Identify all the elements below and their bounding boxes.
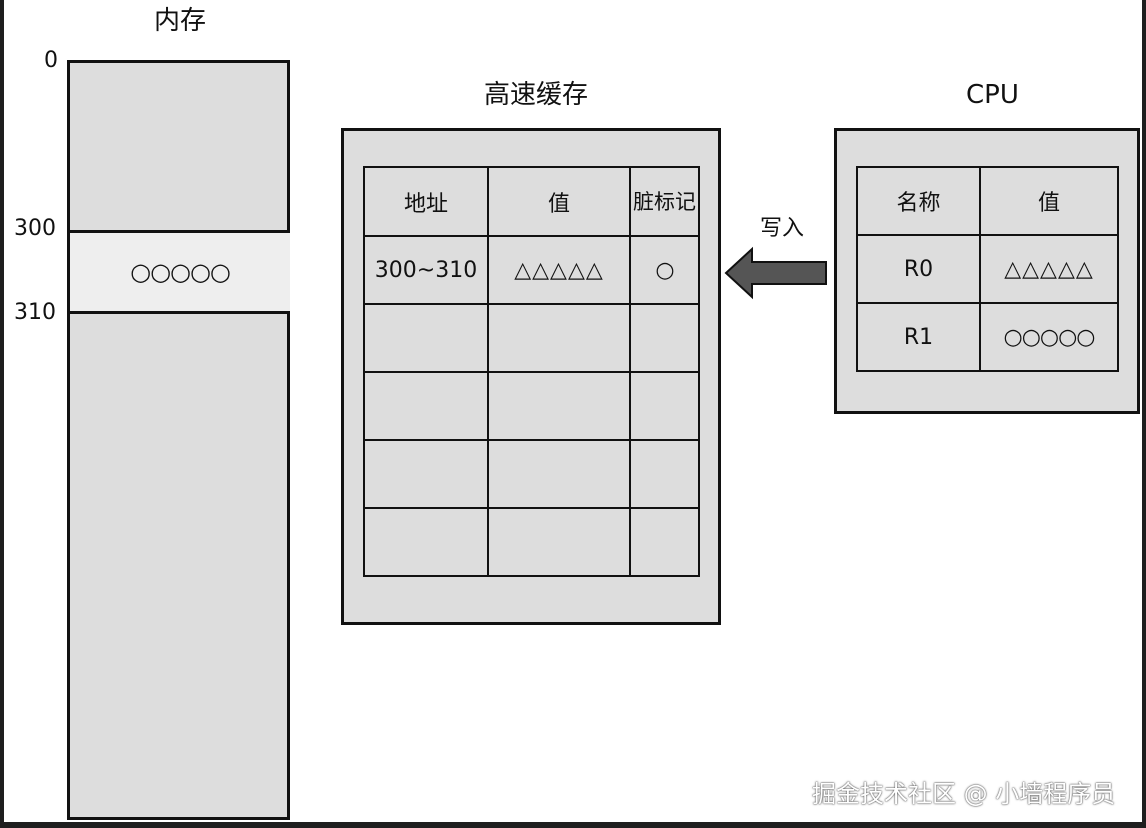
diagram-canvas: 内存 0 300 310 ○○○○○ 高速缓存 地址 值 脏标记 300~310… bbox=[4, 0, 1142, 822]
cpu-header-value: 值 bbox=[979, 166, 1119, 236]
watermark: 掘金技术社区 @ 小墙程序员 bbox=[812, 780, 1116, 808]
cpu-cell-register-name: R1 bbox=[856, 302, 981, 372]
cache-cell-dirty bbox=[629, 439, 700, 509]
cache-header-address: 地址 bbox=[363, 166, 489, 237]
table-row: R0 △△△△△ bbox=[856, 234, 1119, 304]
cache-cell-value: △△△△△ bbox=[487, 235, 631, 305]
cache-cell-dirty bbox=[629, 371, 700, 441]
memory-address-0: 0 bbox=[44, 48, 58, 73]
table-row bbox=[363, 439, 700, 509]
memory-title: 内存 bbox=[154, 6, 207, 36]
cache-table: 地址 值 脏标记 300~310 △△△△△ ○ bbox=[363, 166, 700, 577]
cpu-register-table: 名称 值 R0 △△△△△ R1 ○○○○○ bbox=[856, 166, 1119, 372]
memory-band-value: ○○○○○ bbox=[130, 258, 231, 286]
cache-cell-dirty bbox=[629, 507, 700, 577]
cache-cell-value bbox=[487, 371, 631, 441]
cache-cell-address bbox=[363, 303, 489, 373]
table-row bbox=[363, 303, 700, 373]
cache-cell-address bbox=[363, 507, 489, 577]
cache-header-value: 值 bbox=[487, 166, 631, 237]
cache-title: 高速缓存 bbox=[484, 80, 589, 110]
cache-cell-dirty bbox=[629, 303, 700, 373]
cpu-cell-register-value: ○○○○○ bbox=[979, 302, 1119, 372]
cache-cell-dirty: ○ bbox=[629, 235, 700, 305]
cache-cell-value bbox=[487, 439, 631, 509]
table-row: 300~310 △△△△△ ○ bbox=[363, 235, 700, 305]
memory-column bbox=[67, 60, 290, 820]
cpu-title: CPU bbox=[966, 80, 1019, 110]
memory-address-300: 300 bbox=[14, 216, 56, 241]
memory-band-300-310: ○○○○○ bbox=[70, 230, 290, 314]
memory-address-310: 310 bbox=[14, 300, 56, 325]
write-arrow-icon bbox=[724, 246, 827, 300]
cache-header-dirty-label: 脏标记 bbox=[633, 189, 696, 214]
cache-cell-value bbox=[487, 507, 631, 577]
cpu-cell-register-value: △△△△△ bbox=[979, 234, 1119, 304]
cache-cell-address: 300~310 bbox=[363, 235, 489, 305]
cache-header-dirty: 脏标记 bbox=[629, 166, 700, 237]
cpu-cell-register-name: R0 bbox=[856, 234, 981, 304]
write-arrow-label: 写入 bbox=[760, 216, 805, 241]
cache-cell-address bbox=[363, 439, 489, 509]
table-row bbox=[363, 507, 700, 577]
cache-header-row: 地址 值 脏标记 bbox=[363, 166, 700, 237]
cpu-header-row: 名称 值 bbox=[856, 166, 1119, 236]
cache-cell-value bbox=[487, 303, 631, 373]
table-row: R1 ○○○○○ bbox=[856, 302, 1119, 372]
cpu-header-name: 名称 bbox=[856, 166, 981, 236]
table-row bbox=[363, 371, 700, 441]
cache-cell-address bbox=[363, 371, 489, 441]
